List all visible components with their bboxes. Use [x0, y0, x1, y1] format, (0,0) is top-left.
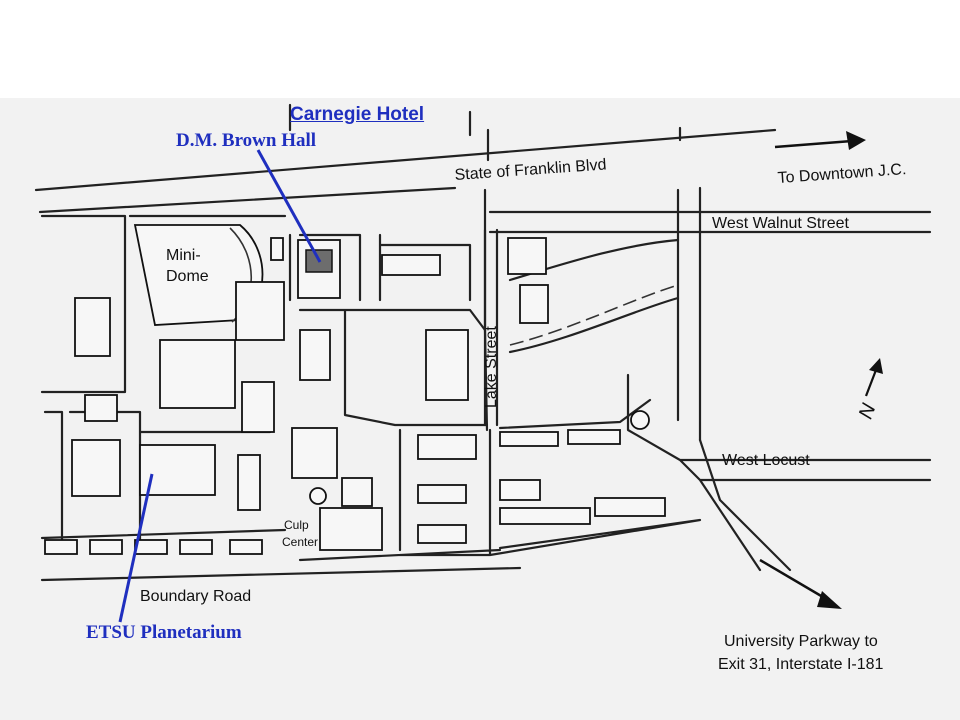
university-parkway-label-line2: Exit 31, Interstate I-181 — [718, 656, 884, 673]
state-of-franklin-blvd-road-south-edge — [38, 186, 457, 214]
curved-road-lower — [508, 296, 680, 354]
south-roads — [298, 428, 702, 562]
building-row-2 — [567, 429, 621, 445]
building-row-3 — [499, 479, 541, 501]
building-lake-small — [519, 284, 549, 324]
boundary-road-north-edge — [40, 528, 287, 540]
boundary-road — [40, 566, 522, 582]
building-mid-2 — [237, 454, 261, 511]
building-walnut-east — [381, 254, 441, 276]
building-mid-1 — [241, 381, 275, 433]
roundabout — [630, 410, 650, 430]
to-downtown-label: To Downtown J.C. — [777, 161, 907, 187]
university-parkway-label-line1: University Parkway to — [724, 633, 878, 650]
carnegie-hotel-link[interactable]: Carnegie Hotel — [290, 104, 425, 125]
map-background — [0, 98, 960, 720]
culp-center-label-line1: Culp — [284, 518, 309, 532]
brown-hall-pointer-line — [256, 149, 322, 263]
building-library — [159, 339, 236, 409]
mini-dome-label-line1: Mini- — [166, 247, 201, 264]
curved-dashed-road — [509, 284, 679, 346]
brown-hall-annex — [270, 237, 284, 261]
west-locust-label: West Locust — [722, 452, 810, 469]
west-walnut-label: West Walnut Street — [712, 215, 849, 232]
etsu-planetarium-label: ETSU Planetarium — [86, 622, 242, 643]
building-locust-1 — [417, 434, 477, 460]
building-row-5 — [594, 497, 666, 517]
north-arrow-icon: N — [855, 358, 883, 422]
building-center-west — [299, 329, 331, 381]
building-west-1 — [74, 297, 111, 357]
state-of-franklin-label: State of Franklin Blvd — [454, 156, 607, 184]
lake-street-label: Lake Street — [483, 326, 500, 408]
lake-street-road — [483, 228, 499, 427]
building-central-south — [291, 427, 338, 479]
svg-text:N: N — [855, 400, 881, 422]
boundary-road-label: Boundary Road — [140, 588, 251, 605]
mini-dome-label-line2: Dome — [166, 268, 209, 285]
culp-center-building — [319, 507, 383, 551]
building-planetarium-area — [139, 444, 216, 496]
building-west-2 — [84, 394, 118, 422]
boundary-road-houses — [44, 539, 263, 555]
building-central-small — [341, 477, 373, 507]
central-roads — [288, 233, 489, 427]
west-locust-road — [498, 373, 932, 572]
building-west-3 — [71, 439, 121, 497]
top-cross-streets — [288, 103, 682, 162]
state-of-franklin-blvd-road — [34, 128, 777, 192]
fountain-icon — [309, 487, 327, 505]
dm-brown-hall-label: D.M. Brown Hall — [176, 130, 317, 151]
building-row-1 — [499, 431, 559, 447]
planetarium-pointer-line — [118, 473, 154, 623]
building-lake-north — [507, 237, 547, 275]
building-locust-2 — [417, 484, 467, 504]
building-locust-3 — [417, 524, 467, 544]
direction-arrow-icon — [774, 131, 866, 150]
building-center-tower — [425, 329, 469, 401]
culp-center-label-line2: Center — [282, 535, 318, 549]
direction-arrow-icon — [759, 558, 842, 609]
building-dome-south — [235, 281, 285, 341]
building-row-4 — [499, 507, 591, 525]
